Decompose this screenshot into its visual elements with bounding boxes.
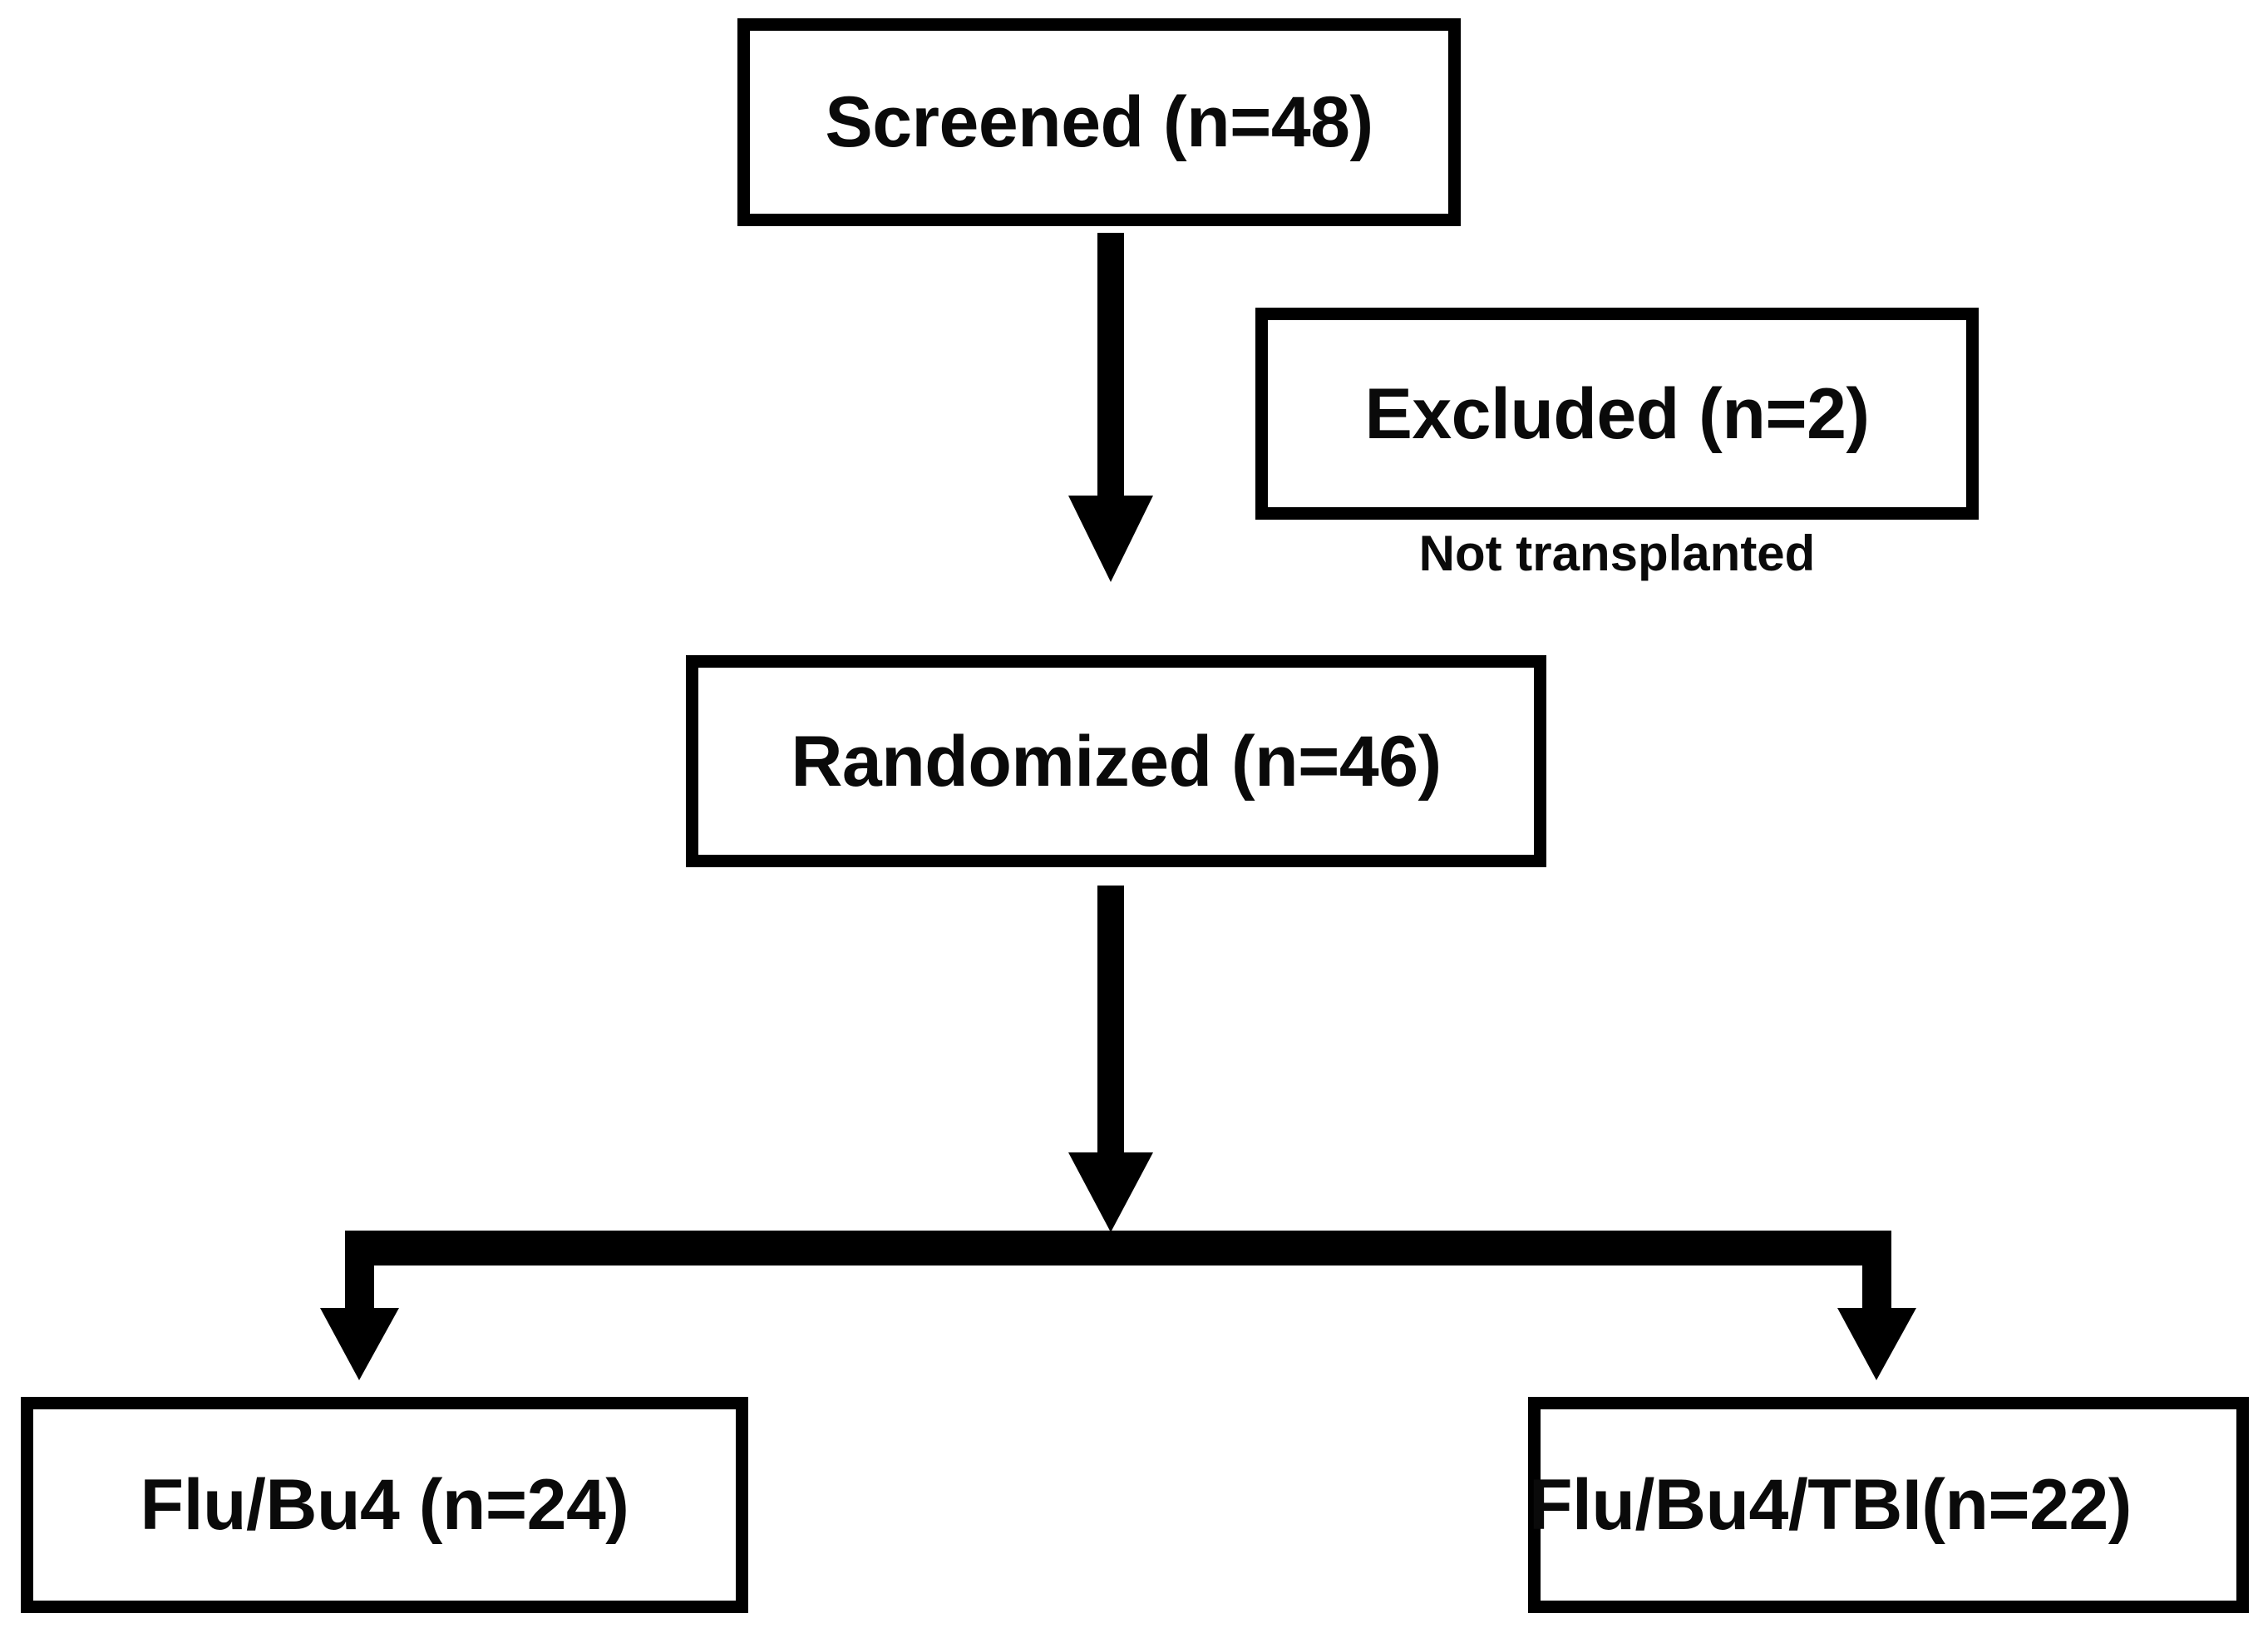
node-randomized: Randomized (n=46) [686,655,1546,867]
node-excluded-reason-caption: Not transplanted [1418,525,1816,581]
node-arm-flu-bu4: Flu/Bu4 (n=24) [21,1397,748,1613]
arrow-screened-to-randomized [1068,233,1153,582]
node-excluded: Excluded (n=2) [1255,308,1979,520]
node-arm-flu-bu4-label: Flu/Bu4 (n=24) [140,1465,629,1545]
node-randomized-label: Randomized (n=46) [791,721,1442,802]
node-screened-label: Screened (n=48) [825,82,1373,162]
node-arm-flu-bu4-tbi-label: Flu/Bu4/TBI(n=22) [1529,1465,2132,1545]
arrowhead-right-arm [1837,1308,1916,1380]
split-stem-left [345,1231,374,1326]
arrowhead-left-arm [320,1308,399,1380]
arrow-randomized-to-split [1068,886,1153,1232]
split-stem-right [1862,1231,1891,1326]
node-excluded-label: Excluded (n=2) [1364,373,1870,454]
node-arm-flu-bu4-tbi: Flu/Bu4/TBI(n=22) [1528,1397,2249,1613]
node-screened: Screened (n=48) [737,18,1461,226]
split-bar [345,1231,1891,1266]
